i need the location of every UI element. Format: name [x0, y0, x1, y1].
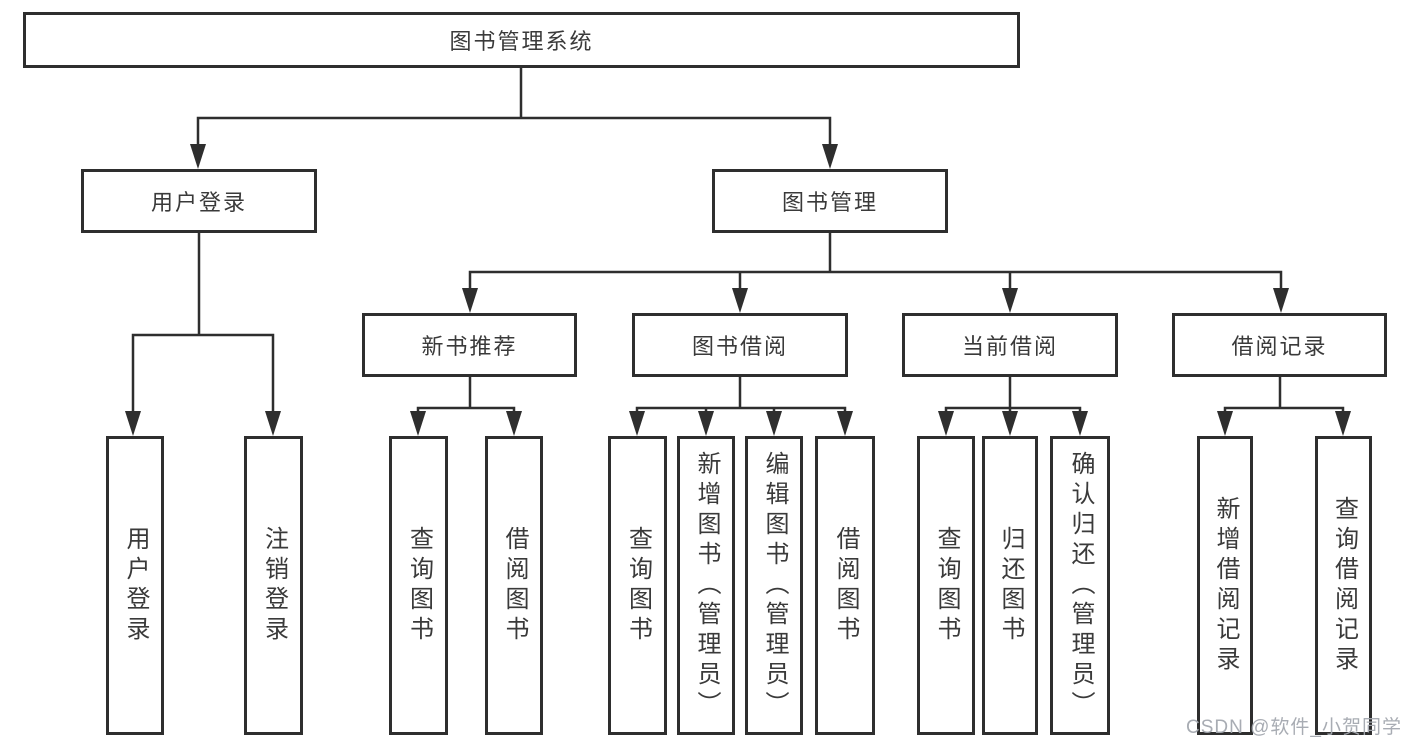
arrow-down-icon: [265, 411, 281, 436]
node-new-book-recommend: 新书推荐: [362, 313, 577, 377]
leaf-query-borrow-record: 查询借阅记录: [1315, 436, 1372, 735]
arrow-down-icon: [1002, 411, 1018, 436]
leaf-user-login: 用户登录: [106, 436, 164, 735]
leaf-label: 查询图书: [405, 525, 433, 646]
node-book-borrowing: 图书借阅: [632, 313, 848, 377]
arrow-down-icon: [1217, 411, 1233, 436]
arrow-down-icon: [462, 288, 478, 313]
arrow-down-icon: [125, 411, 141, 436]
arrow-down-icon: [732, 288, 748, 313]
node-current-borrowing: 当前借阅: [902, 313, 1118, 377]
leaf-label: 借阅图书: [501, 525, 528, 646]
leaf-label: 编辑图书（管理员）: [761, 450, 788, 721]
leaf-borrow-books-recommend: 借阅图书: [485, 436, 543, 735]
leaf-confirm-return-admin: 确认归还（管理员）: [1050, 436, 1110, 735]
leaf-return-books: 归还图书: [982, 436, 1038, 735]
arrow-down-icon: [506, 411, 522, 436]
arrow-down-icon: [1002, 288, 1018, 313]
leaf-add-books-admin: 新增图书（管理员）: [677, 436, 735, 735]
leaf-label: 用户登录: [122, 525, 149, 646]
arrow-down-icon: [1335, 411, 1351, 436]
leaf-label: 查询图书: [624, 525, 652, 646]
arrow-down-icon: [822, 144, 838, 169]
leaf-label: 查询图书: [933, 525, 960, 646]
node-book-management-branch: 图书管理: [712, 169, 948, 233]
arrow-down-icon: [190, 144, 206, 169]
arrow-down-icon: [1072, 411, 1088, 436]
leaf-add-borrow-record: 新增借阅记录: [1197, 436, 1253, 735]
leaf-logout: 注销登录: [244, 436, 303, 735]
node-user-login-branch: 用户登录: [81, 169, 317, 233]
arrow-down-icon: [766, 411, 782, 436]
node-borrowing-records: 借阅记录: [1172, 313, 1387, 377]
leaf-borrow-books: 借阅图书: [815, 436, 875, 735]
arrow-down-icon: [1273, 288, 1289, 313]
arrow-down-icon: [938, 411, 954, 436]
leaf-label: 查询借阅记录: [1330, 495, 1358, 676]
leaf-label: 新增图书（管理员）: [693, 450, 720, 721]
arrow-down-icon: [629, 411, 645, 436]
leaf-label: 注销登录: [260, 525, 288, 646]
leaf-label: 归还图书: [997, 525, 1024, 646]
arrow-down-icon: [698, 411, 714, 436]
csdn-watermark: CSDN @软件_小贺同学: [1186, 717, 1402, 738]
leaf-label: 新增借阅记录: [1212, 495, 1239, 676]
arrow-down-icon: [410, 411, 426, 436]
node-root-system: 图书管理系统: [23, 12, 1020, 68]
arrow-down-icon: [837, 411, 853, 436]
leaf-label: 确认归还（管理员）: [1067, 450, 1094, 721]
leaf-edit-books-admin: 编辑图书（管理员）: [745, 436, 803, 735]
leaf-query-books-borrowing: 查询图书: [608, 436, 667, 735]
leaf-query-books-current: 查询图书: [917, 436, 975, 735]
leaf-label: 借阅图书: [832, 525, 859, 646]
leaf-query-books-recommend: 查询图书: [389, 436, 448, 735]
